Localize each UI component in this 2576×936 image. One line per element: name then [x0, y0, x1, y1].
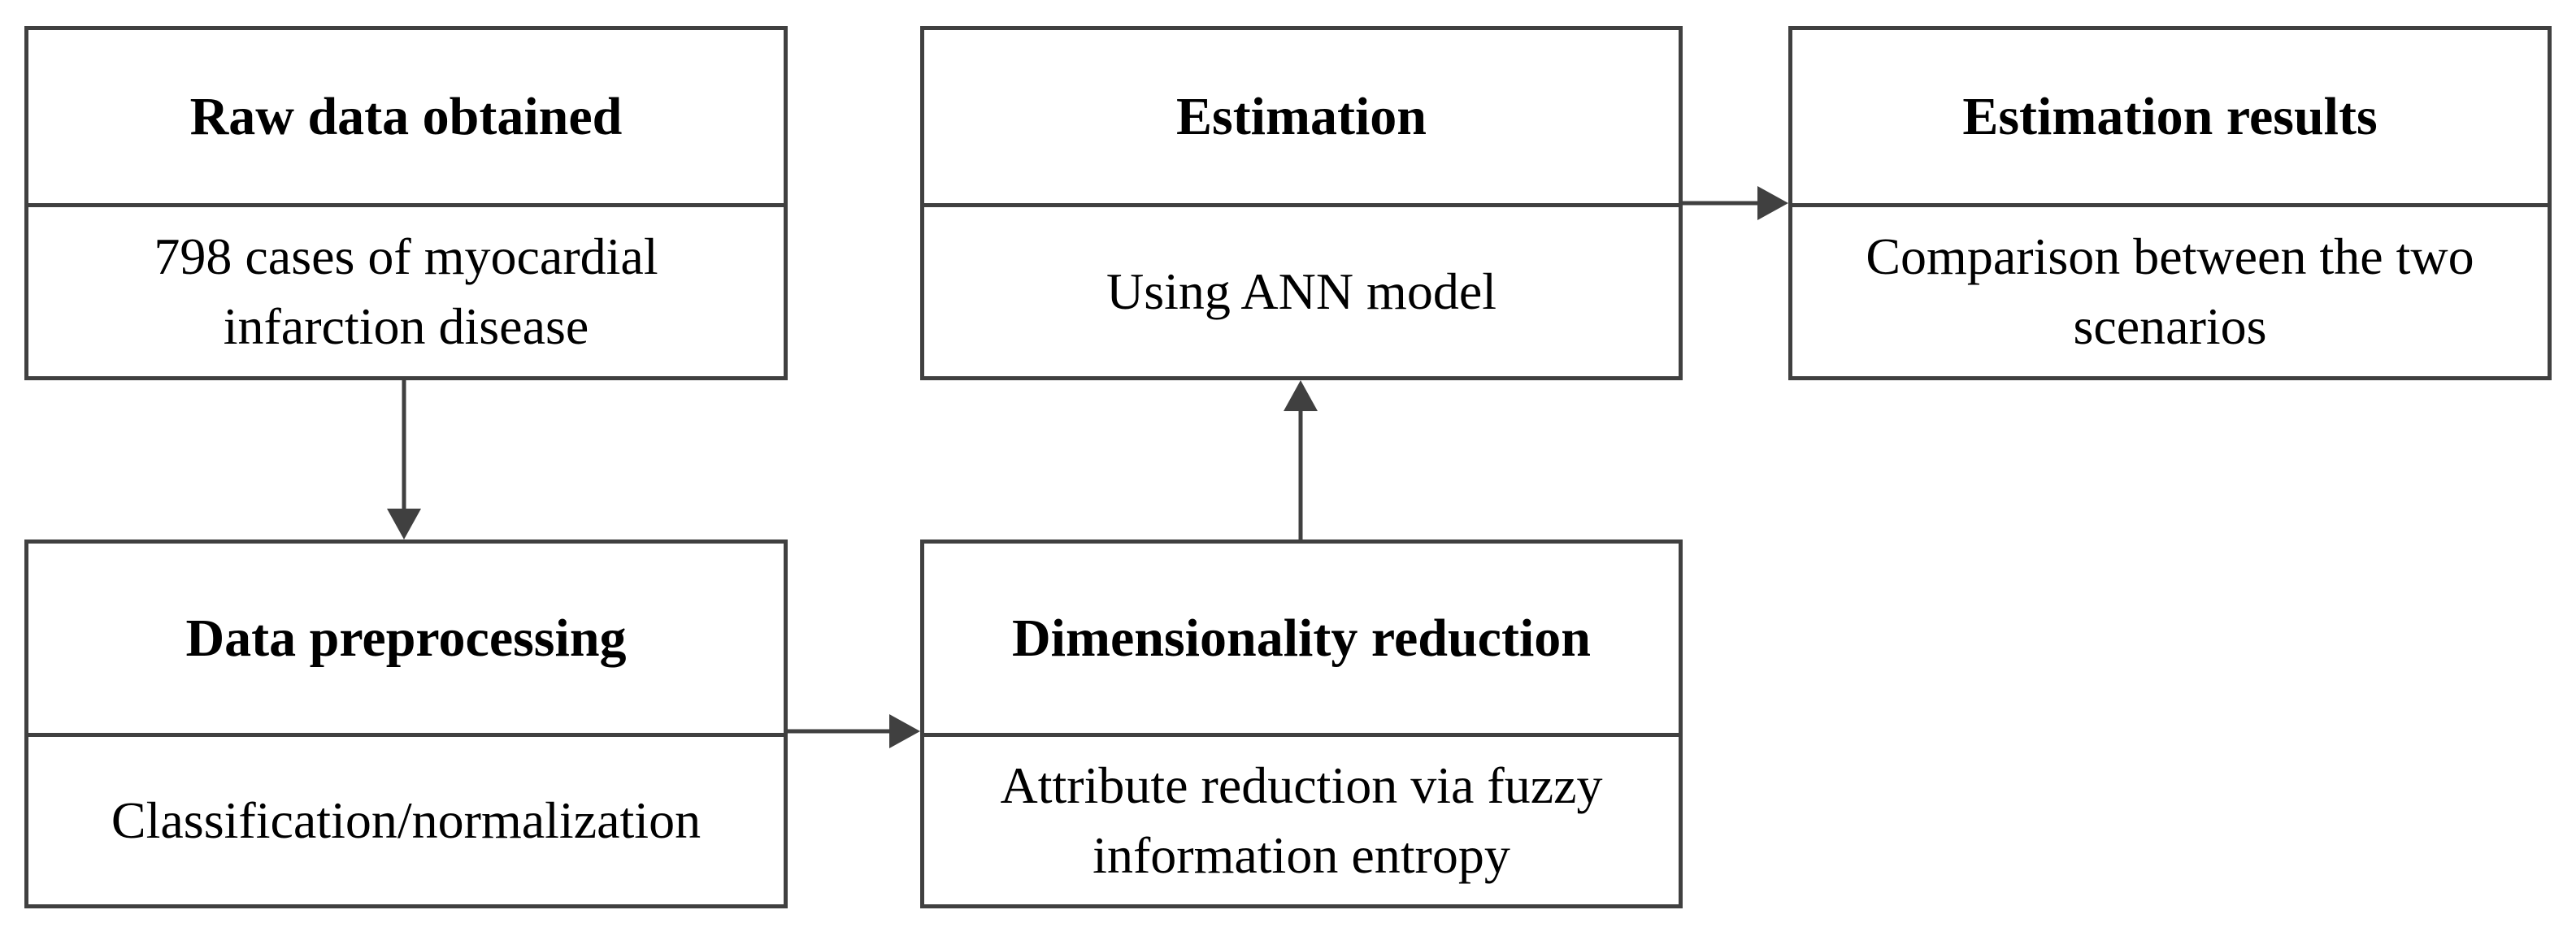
- node-dimensionality-body: Attribute reduction via fuzzy informatio…: [1000, 756, 1603, 884]
- node-dimensionality-title: Dimensionality reduction: [924, 544, 1679, 737]
- node-estimation: Estimation Using ANN model: [920, 26, 1683, 380]
- node-results-title: Estimation results: [1792, 30, 2548, 207]
- arrowhead-up-icon: [1284, 380, 1318, 411]
- arrowhead-right-icon: [1757, 186, 1788, 220]
- node-results: Estimation results Comparison between th…: [1788, 26, 2552, 380]
- node-raw-data-title: Raw data obtained: [28, 30, 784, 207]
- node-raw-data-body: 798 cases of myocardial infarction disea…: [154, 228, 658, 355]
- arrowhead-right-icon: [889, 714, 920, 748]
- node-dimensionality: Dimensionality reduction Attribute reduc…: [920, 540, 1683, 908]
- node-raw-data: Raw data obtained 798 cases of myocardia…: [24, 26, 788, 380]
- arrowhead-down-icon: [387, 509, 421, 540]
- node-estimation-body: Using ANN model: [1106, 262, 1497, 320]
- node-estimation-title: Estimation: [924, 30, 1679, 207]
- node-preprocessing: Data preprocessing Classification/normal…: [24, 540, 788, 908]
- node-preprocessing-body: Classification/normalization: [111, 791, 702, 849]
- node-results-body: Comparison between the two scenarios: [1866, 228, 2474, 355]
- node-preprocessing-title: Data preprocessing: [28, 544, 784, 737]
